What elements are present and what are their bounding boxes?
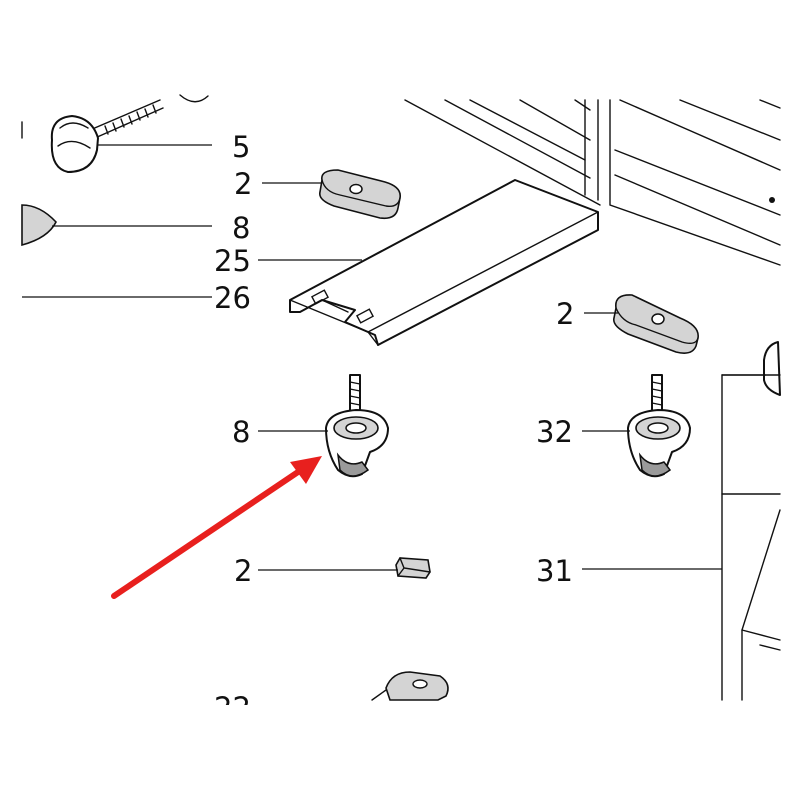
callout-labels: 5 2 8 25 26 2 8 32 2 31 bbox=[214, 130, 574, 588]
bracket-plate-part bbox=[289, 179, 599, 346]
knob-screw-part bbox=[21, 99, 164, 173]
clamping-knob-part-8 bbox=[325, 374, 389, 478]
callout-5: 5 bbox=[232, 130, 250, 164]
callout-25: 25 bbox=[214, 244, 251, 278]
callout-2-bottom: 2 bbox=[234, 554, 252, 588]
slot-nut-top bbox=[318, 169, 402, 220]
leader-lines bbox=[22, 144, 766, 571]
arrow-shaft bbox=[111, 469, 301, 599]
callout-cut: 22 bbox=[214, 691, 251, 725]
table-frame bbox=[179, 94, 781, 266]
callout-8-mid: 8 bbox=[232, 415, 250, 449]
slot-nut-right bbox=[612, 294, 699, 354]
arrow-head bbox=[290, 456, 322, 484]
callout-31: 31 bbox=[536, 554, 573, 588]
square-nut-bottom bbox=[395, 557, 431, 579]
callout-2-right: 2 bbox=[556, 297, 574, 331]
callout-cut-group: 22 bbox=[214, 691, 251, 725]
round-washer-part bbox=[21, 204, 57, 247]
clamping-knob-part-32 bbox=[627, 374, 691, 478]
callout-8-top: 8 bbox=[232, 211, 250, 245]
red-pointer-arrow bbox=[111, 456, 322, 599]
bottom-clamp-part bbox=[371, 671, 449, 701]
callout-32: 32 bbox=[536, 415, 573, 449]
callout-2-top: 2 bbox=[234, 167, 252, 201]
callout-26: 26 bbox=[214, 281, 251, 315]
side-bracket-part bbox=[721, 341, 781, 701]
